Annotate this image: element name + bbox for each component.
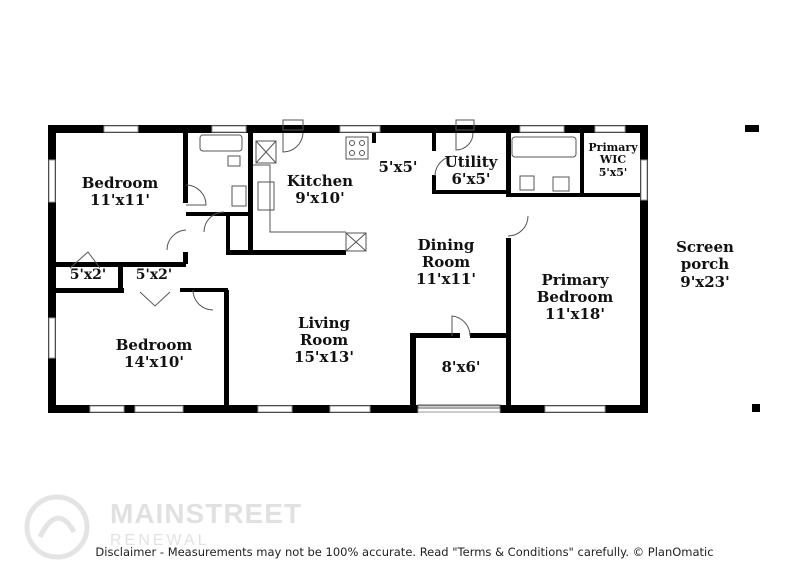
room-name-line2: Bedroom: [536, 287, 614, 306]
room-name-line2: porch: [680, 255, 730, 274]
room-dimension: 5'x2': [135, 267, 173, 283]
room-name-line1: Primary: [541, 271, 609, 289]
room-entry: 8'x6': [426, 359, 496, 376]
fixtures: [199, 134, 577, 409]
watermark-brand: MAINSTREET: [110, 498, 302, 529]
room-dimension: 5'x5': [598, 165, 628, 179]
room-name-line1: Living: [297, 314, 351, 332]
room-primary-bedroom: Primary Bedroom 11'x18': [520, 272, 630, 322]
windows: [48, 125, 648, 413]
room-name-line2: Room: [299, 330, 349, 349]
room-dimension: 11'x18': [545, 304, 605, 323]
room-name: Kitchen: [286, 172, 354, 190]
room-dimension: 9'x23': [680, 272, 730, 291]
brand-watermark: MAINSTREET RENEWAL: [22, 492, 322, 562]
room-closet-left: 5'x2': [60, 267, 116, 284]
watermark-logo-icon: [24, 494, 90, 560]
porch-markers: [745, 125, 760, 412]
room-dimension: 15'x13': [294, 347, 354, 366]
room-dimension: 5'x5': [378, 158, 418, 176]
room-dimension: 14'x10': [124, 352, 184, 371]
room-dining: Dining Room 11'x11': [400, 237, 492, 287]
room-name-line2: Room: [421, 252, 471, 271]
room-dimension: 11'x11': [416, 269, 476, 288]
room-dimension: 8'x6': [441, 358, 481, 376]
room-name-line1: Primary: [588, 141, 638, 154]
room-bedroom-top: Bedroom 11'x11': [68, 175, 172, 209]
room-bedroom-bottom: Bedroom 14'x10': [90, 337, 218, 371]
room-name-line1: Dining: [417, 236, 475, 254]
doors: [69, 119, 529, 337]
interior-walls: [56, 133, 640, 410]
room-dimension: 9'x10': [295, 188, 345, 207]
disclaimer-text: Disclaimer - Measurements may not be 100…: [95, 545, 714, 559]
room-dimension: 6'x5': [451, 169, 491, 188]
room-living: Living Room 15'x13': [276, 315, 372, 365]
room-dimension: 5'x2': [69, 267, 107, 283]
room-dimension: 11'x11': [90, 190, 150, 209]
room-name-line1: Screen: [676, 238, 734, 256]
room-screen-porch: Screen porch 9'x23': [660, 238, 750, 291]
room-kitchen: Kitchen 9'x10': [272, 173, 368, 207]
room-name: Bedroom: [81, 174, 159, 192]
room-name: Bedroom: [115, 336, 193, 354]
watermark-sub: RENEWAL: [110, 532, 210, 549]
room-pantry: 5'x5': [370, 159, 426, 176]
room-primary-wic: Primary WIC 5'x5': [588, 141, 638, 179]
room-name-line2: WIC: [599, 153, 627, 167]
room-closet-right: 5'x2': [126, 267, 182, 284]
room-name: Utility: [444, 153, 498, 171]
room-utility: Utility 6'x5': [438, 154, 504, 188]
